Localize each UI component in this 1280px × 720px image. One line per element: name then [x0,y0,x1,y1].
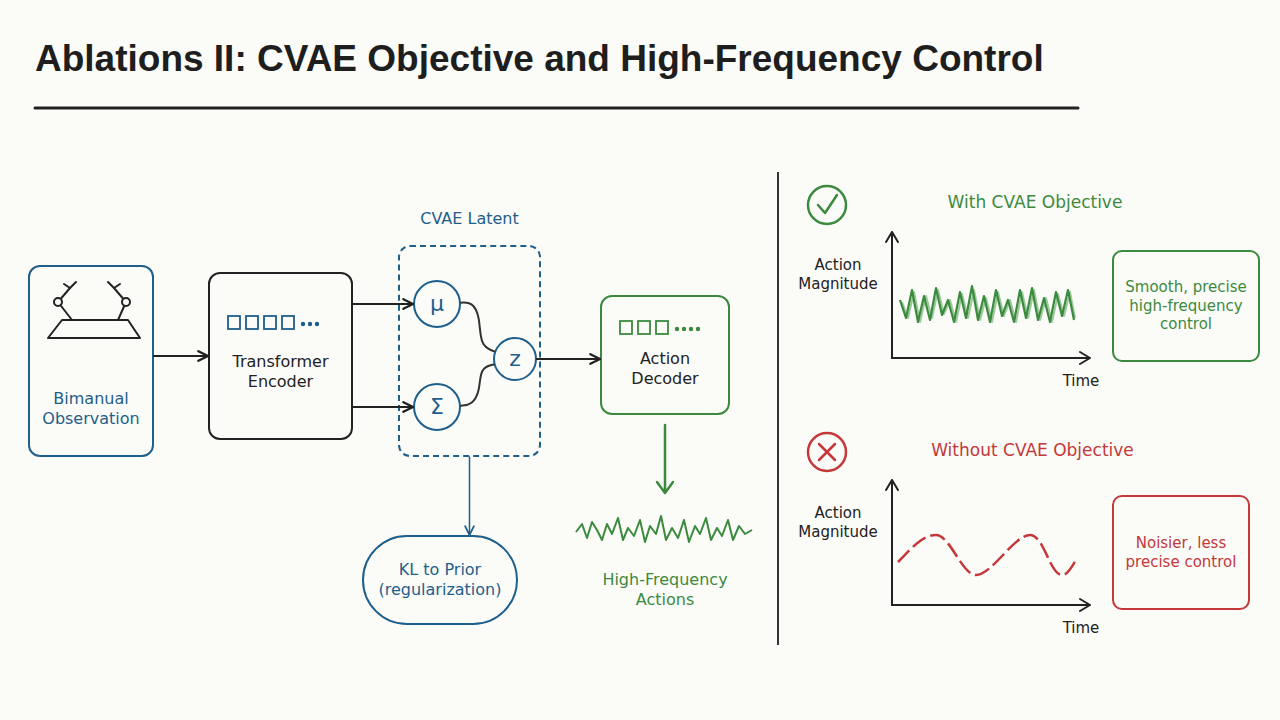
node-label: KL to Prior (regularization) [370,560,510,600]
robot-arm [58,288,72,320]
axis-label: Time [1056,619,1106,638]
axis-label: Action Magnitude [793,256,883,294]
diagram-title: Ablations II: CVAE Objective and High-Fr… [35,38,1044,80]
result-box: Smooth, precise high-frequency control [1112,250,1260,362]
cross-mark [819,444,835,460]
y-axis [886,480,898,605]
axis-label: Action Magnitude [793,504,883,542]
node-label: μ [430,290,444,318]
token-square [228,316,240,329]
arrow-connector [461,364,494,405]
cross-icon [808,433,846,471]
token-dot [309,323,312,326]
result-box: Noisier, less precise control [1112,495,1250,610]
token-dot [697,328,700,331]
output-arrow [657,425,673,493]
panel-heading: With CVAE Objective [900,192,1170,213]
latent-group: CVAE LatentμΣz [398,245,541,457]
encoder-box: Transformer Encoder [208,272,353,440]
token-row [620,321,699,334]
group-heading: CVAE Latent [420,209,518,229]
robot-gripper [64,282,120,288]
smooth-signal-shadow [902,290,1075,322]
token-square [638,321,650,334]
noisy-signal [898,535,1076,575]
arrow-connector [461,302,494,351]
panel-divider [777,172,779,645]
arrow-connector [469,457,471,535]
check-mark [818,195,837,213]
decoder-box: Action Decoder [600,295,730,415]
latent-circle: z [493,337,537,381]
token-dot [683,328,686,331]
panel-heading: Without CVAE Objective [895,440,1170,461]
node-label: z [509,345,521,373]
node-label: Σ [430,393,444,421]
action-waveform [576,516,752,542]
node-label: Noisier, less precise control [1118,534,1244,572]
arrow-connector [353,303,413,305]
robot-joint [122,298,130,306]
y-axis [886,232,898,358]
robot-arm [114,288,126,320]
output-label: High-Frequency Actions [585,570,745,610]
robot-icon [48,282,140,338]
x-axis [892,599,1090,611]
token-row [228,316,318,329]
token-dot [676,328,679,331]
smooth-signal [900,286,1074,322]
title-underline [35,107,1078,110]
arrow-connector [154,355,208,357]
token-square [246,316,258,329]
node-label: Transformer Encoder [216,352,346,392]
latent-circle: Σ [413,383,461,431]
arrow-connector [353,406,413,408]
check-icon [808,186,846,224]
input-box: Bimanual Observation [28,265,154,457]
token-square [264,316,276,329]
axis-label: Time [1056,372,1106,391]
token-dot [316,323,319,326]
node-label: Smooth, precise high-frequency control [1118,278,1254,334]
arrow-connector [537,358,600,360]
robot-joint [54,298,62,306]
token-square [620,321,632,334]
x-axis [892,352,1090,364]
latent-circle: μ [413,280,461,328]
token-square [656,321,668,334]
regularization-pill: KL to Prior (regularization) [362,535,518,625]
table-outline [48,320,140,338]
token-dot [690,328,693,331]
token-square [282,316,294,329]
token-dot [302,323,305,326]
node-label: Action Decoder [615,349,715,389]
node-label: Bimanual Observation [32,389,150,429]
